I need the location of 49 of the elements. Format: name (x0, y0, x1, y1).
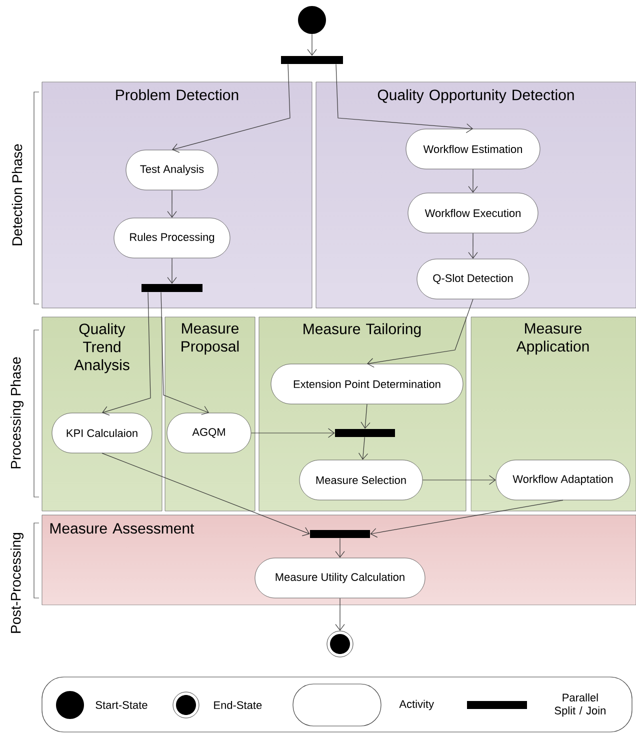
lane-heading: Problem Detection (116, 89, 238, 100)
arrow (167, 258, 177, 284)
legend-label: Activity (399, 700, 434, 710)
arrow (422, 475, 496, 485)
sync-bar (281, 56, 343, 64)
arrow (468, 232, 478, 259)
phase-label: Post-Processing (10, 532, 24, 633)
phase-label: Processing Phase (10, 357, 24, 468)
activity: Rules Processing (114, 218, 230, 258)
arrow (167, 190, 177, 218)
arrow (102, 452, 310, 536)
activity: AGQM (166, 412, 252, 454)
lane-heading: Quality Opportunity Detection (378, 89, 574, 104)
arrow (468, 168, 478, 193)
activity: Test Analysis (126, 150, 218, 190)
sync-bar (142, 284, 202, 292)
legend-label: End-State (214, 700, 262, 710)
arrow (360, 404, 370, 429)
arrow (358, 436, 368, 460)
activity: Measure Utility Calculation (254, 558, 426, 598)
phase-label: Detection Phase (12, 144, 22, 246)
lane-heading: Measure Assessment (50, 523, 194, 534)
lane-heading: Measure Proposal (182, 323, 239, 355)
activity: Workflow Adaptation (496, 460, 630, 500)
arrow (160, 292, 209, 415)
lane-heading: Quality Trend Analysis (74, 323, 130, 374)
activity: Workflow Execution (408, 192, 538, 234)
legend-label: Parallel Split / Join (554, 693, 606, 717)
arrow (307, 34, 317, 56)
lane-heading: Measure Application (516, 323, 589, 355)
arrow (335, 598, 345, 631)
arrow (172, 64, 290, 153)
end-state (326, 630, 354, 658)
activity: Q-Slot Detection (416, 258, 530, 300)
start-state (298, 6, 326, 34)
arrow (336, 64, 473, 134)
legend-label: Start-State (96, 701, 148, 709)
lane-heading: Measure Tailoring (304, 323, 421, 338)
activity: KPI Calculaion (52, 412, 152, 454)
arrow (367, 298, 474, 368)
activity: Workflow Estimation (406, 128, 540, 170)
arrow (102, 292, 151, 416)
sync-bar (335, 429, 395, 437)
arrow (335, 538, 345, 558)
sync-bar (310, 530, 370, 538)
arrow (370, 500, 564, 538)
activity: Extension Point Determination (270, 364, 464, 404)
arrow (250, 428, 335, 438)
activity: Measure Selection (299, 460, 423, 500)
